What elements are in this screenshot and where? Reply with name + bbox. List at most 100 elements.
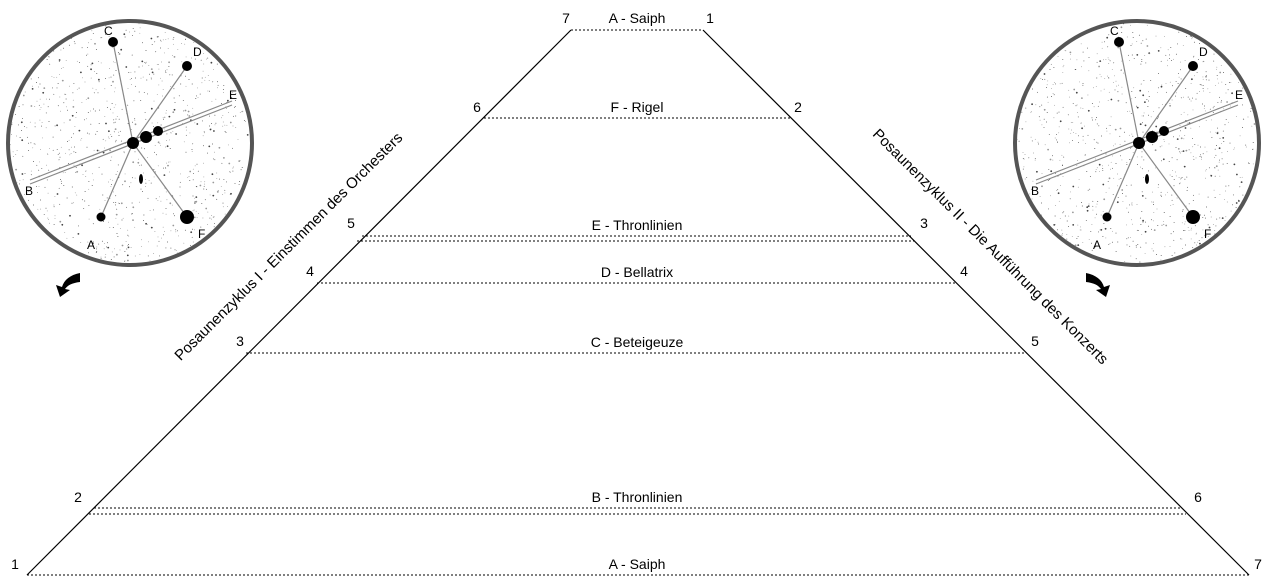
background-star-dot [134,226,136,228]
background-star-dot [1182,209,1184,211]
background-star-dot [164,231,165,233]
background-star-dot [1173,239,1175,241]
background-star-dot [1091,242,1092,244]
background-star-dot [1174,171,1176,173]
right-number-bottom: 7 [1254,556,1262,572]
background-star-dot [1252,163,1254,165]
background-star-dot [170,86,172,87]
background-star-dot [1214,148,1216,150]
background-star-dot [1191,38,1193,40]
background-star-dot [109,227,111,228]
background-star-dot [1190,227,1192,229]
background-star-dot [1199,91,1201,92]
background-star-dot [1157,116,1159,118]
background-star-dot [99,109,101,111]
background-star-dot [221,162,223,164]
background-star-dot [1075,91,1078,94]
background-star-dot [1225,190,1227,192]
background-star-dot [76,112,77,113]
background-star-dot [1223,198,1225,200]
background-star-dot [234,106,236,108]
background-star-dot [1095,171,1097,173]
background-star-dot [1174,252,1176,254]
background-star-dot [1151,228,1153,230]
background-star-dot [1151,191,1153,193]
background-star-dot [1076,165,1078,166]
background-star-dot [1216,66,1218,68]
background-star-dot [1077,224,1079,226]
background-star-dot [212,81,214,83]
background-star-dot [129,186,130,188]
background-star-dot [1202,88,1204,90]
background-star-dot [1211,137,1213,139]
background-star-dot [41,122,43,124]
background-star-dot [174,249,176,251]
background-star-dot [1117,91,1119,93]
background-star-dot [222,125,224,127]
background-star-dot [203,176,205,178]
background-star-dot [1199,84,1201,86]
background-star-dot [228,162,231,165]
background-star-dot [1082,83,1084,85]
background-star-dot [33,143,35,145]
background-star-dot [1251,125,1253,127]
background-star-dot [76,170,79,173]
background-star-dot [166,145,169,148]
background-star-dot [135,77,137,79]
background-star-dot [1105,237,1107,239]
background-star-dot [46,179,48,181]
star-d-right [1188,61,1198,71]
background-star-dot [1160,160,1162,162]
background-star-dot [143,148,145,150]
background-star-dot [127,229,129,231]
background-star-dot [120,48,123,51]
background-star-dot [1159,146,1161,148]
background-star-dot [1192,156,1194,157]
background-star-dot [114,62,116,64]
background-star-dot [165,208,167,210]
background-star-dot [1216,132,1219,135]
background-star-dot [1104,77,1106,79]
background-star-dot [1206,151,1208,153]
background-star-dot [112,179,114,181]
background-star-dot [1101,41,1103,43]
background-star-dot [1082,241,1084,243]
background-star-dot [30,170,32,172]
background-star-dot [1239,135,1241,137]
background-star-dot [62,66,64,68]
background-star-dot [204,79,206,81]
background-star-dot [58,59,61,61]
background-star-dot [73,151,75,153]
background-star-dot [142,42,144,44]
background-star-dot [105,25,107,27]
background-star-dot [1099,73,1101,75]
background-star-dot [165,70,166,72]
background-star-dot [79,62,81,64]
background-star-dot [162,117,164,119]
background-star-dot [1127,111,1128,113]
background-star-dot [124,251,126,253]
background-star-dot [1140,246,1142,248]
level-label-bellatrix: D - Bellatrix [601,264,673,280]
background-star-dot [160,124,162,126]
background-star-dot [1202,78,1204,80]
background-star-dot [44,186,46,188]
background-star-dot [1161,104,1163,106]
background-star-dot [185,126,187,128]
background-star-dot [232,166,234,168]
background-star-dot [72,99,74,101]
background-star-dot [1128,159,1130,161]
background-star-dot [1036,91,1038,93]
background-star-dot [1148,114,1149,116]
background-star-dot [1105,59,1107,61]
background-star-dot [193,209,195,211]
background-star-dot [234,106,236,108]
background-star-dot [1124,140,1126,142]
background-star-dot [134,119,136,121]
trapezoid-right-side [702,29,1250,576]
background-star-dot [215,98,217,100]
background-star-dot [1061,229,1063,231]
background-star-dot [1056,189,1058,191]
background-star-dot [153,125,155,127]
background-star-dot [1212,107,1214,109]
